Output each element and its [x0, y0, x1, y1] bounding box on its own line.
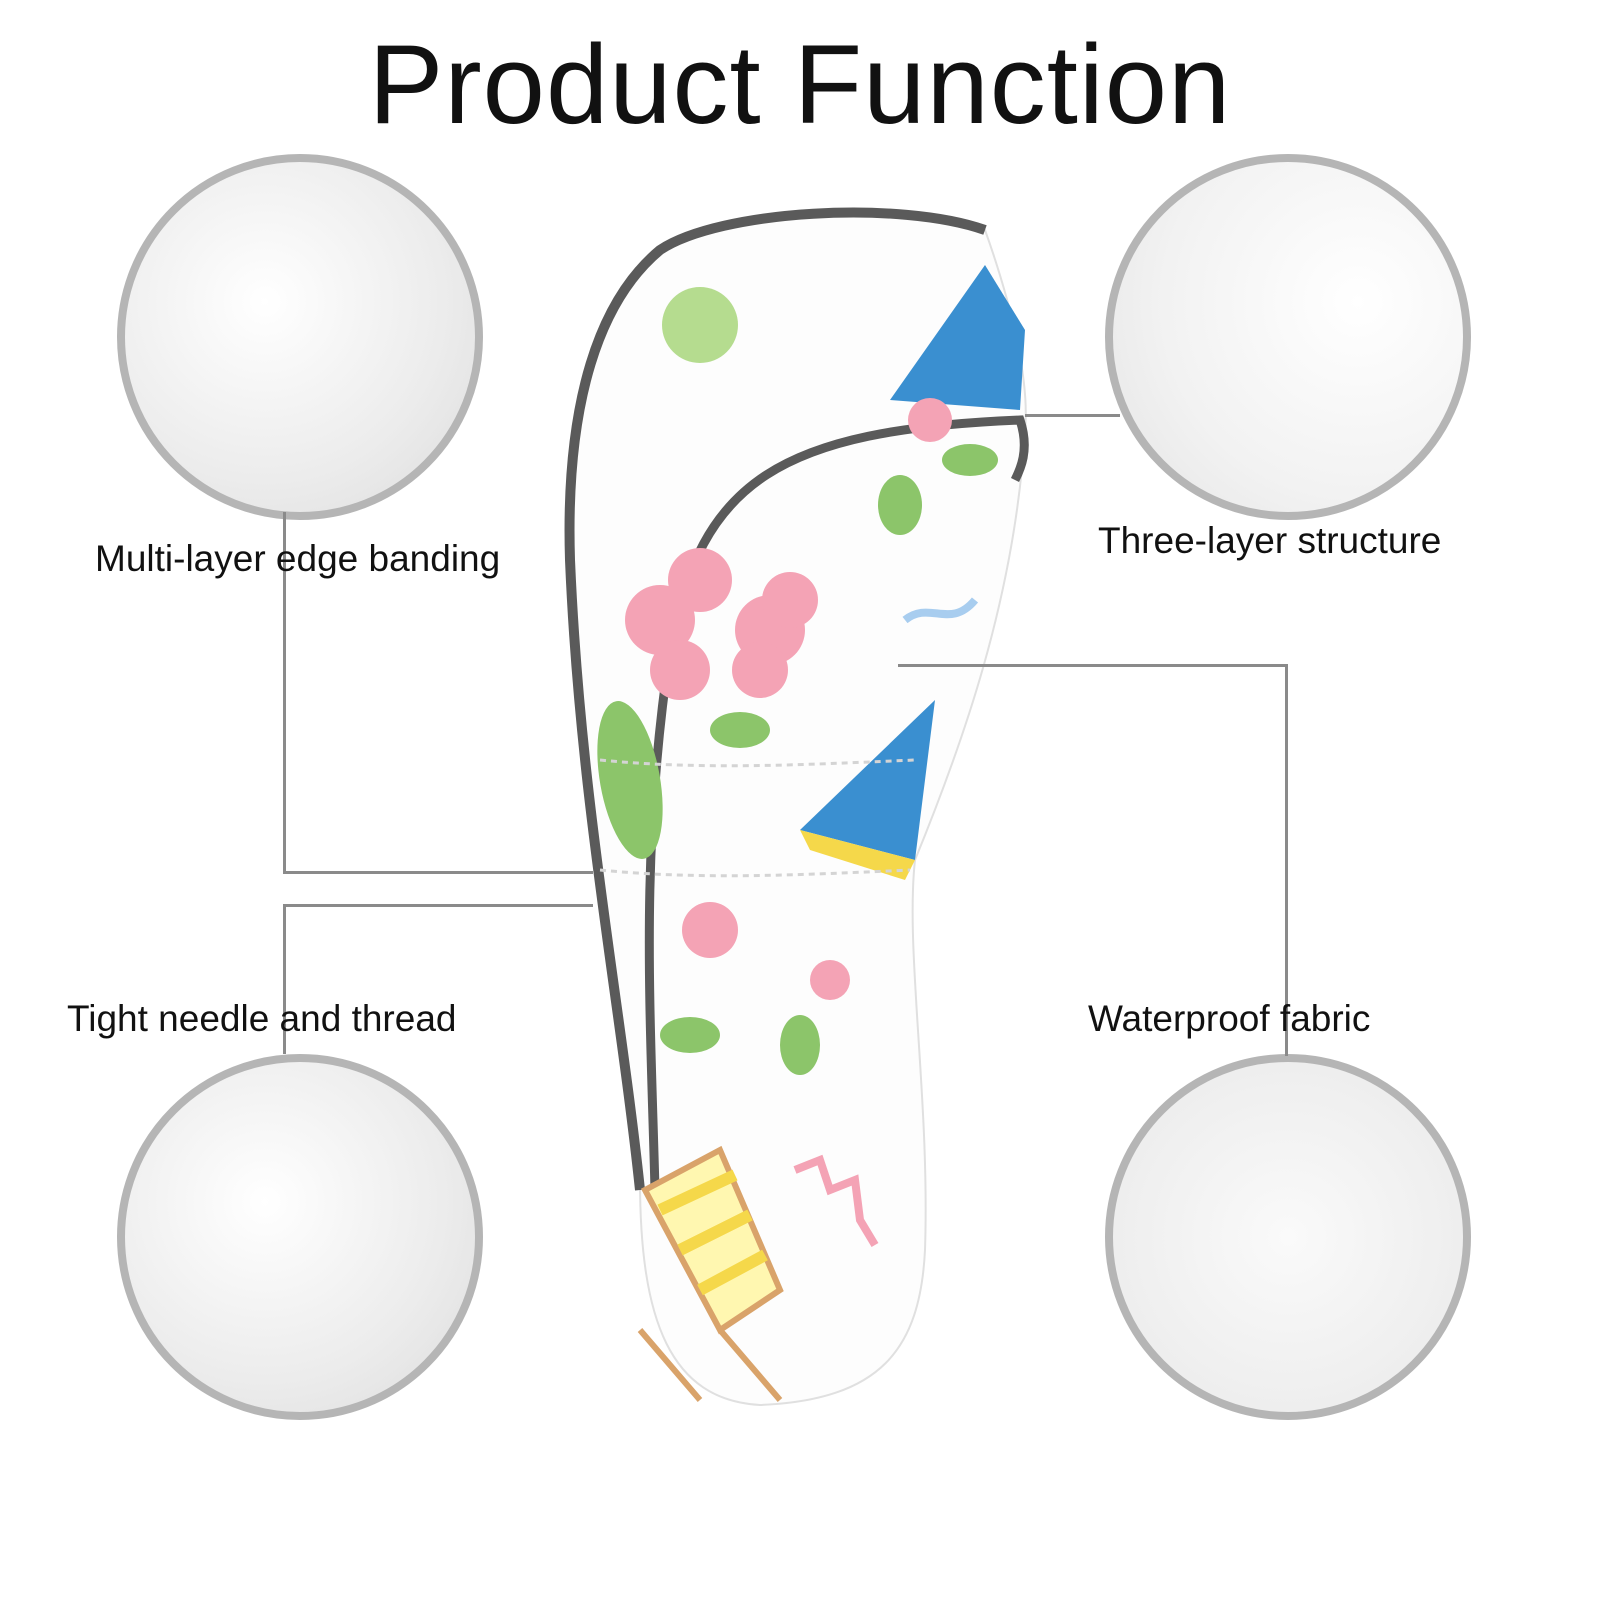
feature-label: Waterproof fabric — [1088, 998, 1371, 1039]
stitching-detail-image — [117, 1054, 483, 1420]
edge-banding-detail-image — [117, 154, 483, 520]
blue-shape-decoration — [890, 265, 1025, 410]
feature-label: Three-layer structure — [1098, 520, 1442, 561]
elastic-gather-stitching — [599, 758, 916, 878]
feature-label: Tight needle and thread — [67, 998, 457, 1039]
boat-decoration — [800, 700, 935, 860]
feature-label: Multi-layer edge banding — [95, 538, 501, 579]
beach-chair-decoration — [637, 1145, 784, 1402]
ribbon-decoration — [902, 597, 979, 624]
connector-line — [283, 904, 286, 1054]
page-title: Product Function — [368, 22, 1232, 147]
green-dot-decoration — [662, 287, 738, 363]
connector-line — [283, 512, 286, 874]
connector-line — [283, 871, 593, 874]
connector-line — [1285, 664, 1288, 1056]
edge-banding-trim — [564, 207, 987, 1191]
waterproof-detail-image — [1105, 1054, 1471, 1420]
connector-line — [898, 664, 1288, 667]
connector-line — [283, 904, 593, 907]
pink-flower-decoration — [625, 398, 952, 1000]
connector-line — [1025, 414, 1120, 417]
three-layer-detail-image — [1105, 154, 1471, 520]
leaf-decoration — [597, 444, 998, 1075]
